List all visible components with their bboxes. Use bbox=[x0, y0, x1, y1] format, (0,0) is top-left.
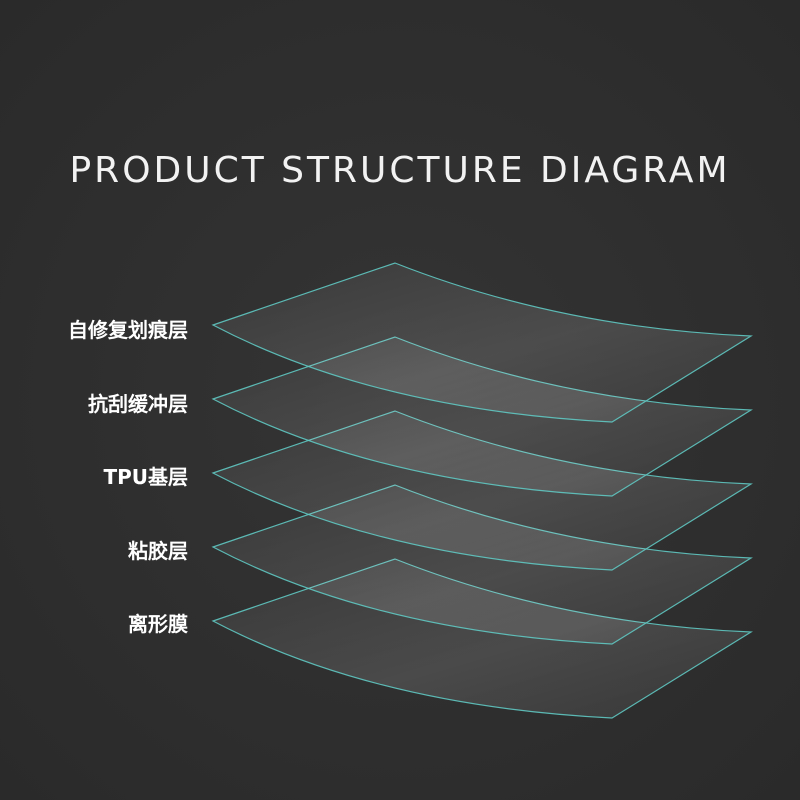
diagram-title: PRODUCT STRUCTURE DIAGRAM bbox=[69, 150, 731, 191]
layer-label-adhesive: 粘胶层 bbox=[128, 539, 188, 563]
layer-label-anti-scratch: 抗刮缓冲层 bbox=[88, 392, 188, 416]
layer-label-release-film: 离形膜 bbox=[128, 612, 188, 636]
layer-label-tpu-base: TPU基层 bbox=[103, 465, 188, 489]
layer-label-self-healing: 自修复划痕层 bbox=[68, 318, 188, 342]
sheet-self-healing bbox=[211, 262, 753, 423]
